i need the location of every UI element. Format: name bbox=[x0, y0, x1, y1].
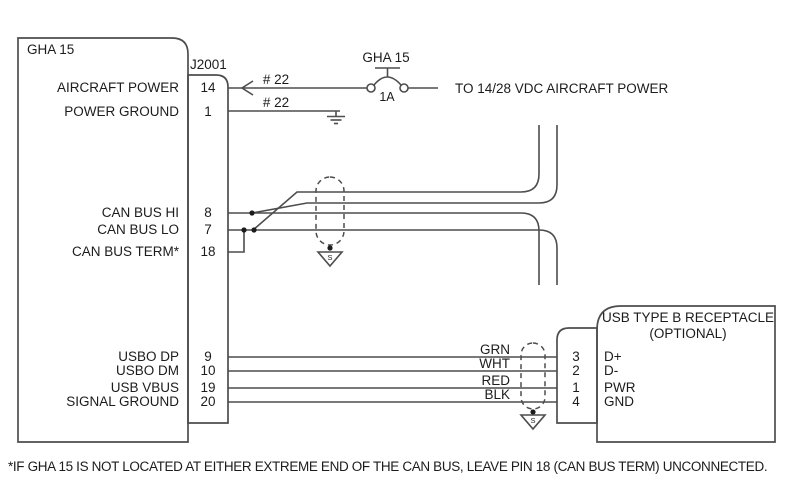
pin-label-usbo-dp: USBO DP bbox=[118, 349, 179, 364]
usb-pin-number-4: 4 bbox=[572, 394, 580, 409]
usb-receptacle-title: USB TYPE B RECEPTACLE bbox=[602, 310, 774, 325]
usb-shield-ground-icon bbox=[519, 409, 547, 431]
usb-pin-number-3: 3 bbox=[572, 349, 580, 364]
wire-can-term-jumper bbox=[228, 230, 245, 253]
wire-gauge-label-power: # 22 bbox=[263, 72, 289, 87]
pin-number-1: 1 bbox=[204, 104, 212, 119]
usb-shield-letter: S bbox=[530, 416, 535, 425]
wire-can-hi-out bbox=[228, 212, 540, 285]
breaker-device-label: GHA 15 bbox=[362, 50, 409, 65]
wire-continuation-chevron-icon bbox=[240, 80, 254, 96]
junction-dot-can-term bbox=[241, 227, 247, 233]
gha15-device-box bbox=[17, 37, 189, 443]
usb-receptacle-subtitle: (OPTIONAL) bbox=[649, 326, 726, 341]
wire-color-label-red: RED bbox=[481, 373, 510, 388]
j2001-connector-box bbox=[187, 74, 229, 424]
pin-number-14: 14 bbox=[200, 80, 216, 95]
j2001-connector-label: J2001 bbox=[190, 57, 227, 72]
can-shield-ground-icon bbox=[316, 245, 344, 268]
pin-label-usbo-dm: USBO DM bbox=[116, 363, 179, 378]
usb-pin-number-2: 2 bbox=[572, 363, 580, 378]
wire-color-label-wht: WHT bbox=[479, 356, 510, 371]
pin-number-8: 8 bbox=[204, 205, 212, 220]
usb-pin-number-1: 1 bbox=[572, 380, 580, 395]
usb-pin-label-pwr: PWR bbox=[604, 380, 636, 395]
footnote: *IF GHA 15 IS NOT LOCATED AT EITHER EXTR… bbox=[8, 459, 767, 474]
wire-can-lo-branch bbox=[252, 125, 540, 231]
pin-label-signal-ground: SIGNAL GROUND bbox=[66, 394, 179, 409]
can-shield-letter: S bbox=[327, 253, 332, 262]
usb-pin-label-gnd: GND bbox=[604, 394, 634, 409]
pin-number-20: 20 bbox=[200, 394, 215, 409]
usb-pin-label-dminus: D- bbox=[604, 363, 618, 378]
pin-label-can-bus-lo: CAN BUS LO bbox=[97, 222, 179, 237]
pin-number-7: 7 bbox=[204, 222, 212, 237]
wire-color-label-grn: GRN bbox=[480, 342, 510, 357]
junction-dot-can-lo bbox=[251, 227, 257, 233]
wire-can-lo-out bbox=[228, 229, 558, 285]
usb-connector-box bbox=[556, 327, 598, 424]
usb-pin-label-dplus: D+ bbox=[604, 349, 622, 364]
circuit-breaker-icon bbox=[366, 67, 409, 93]
wire-can-hi-branch bbox=[251, 125, 558, 214]
pin-label-power-ground: POWER GROUND bbox=[64, 104, 179, 119]
power-destination-label: TO 14/28 VDC AIRCRAFT POWER bbox=[455, 81, 669, 96]
usb-receptacle-box bbox=[596, 305, 776, 443]
wire-color-label-blk: BLK bbox=[484, 387, 510, 402]
pin-number-9: 9 bbox=[204, 349, 212, 364]
pin-label-aircraft-power: AIRCRAFT POWER bbox=[57, 80, 179, 95]
wire-gauge-label-ground: # 22 bbox=[263, 95, 289, 110]
gha15-device-label: GHA 15 bbox=[27, 42, 74, 57]
pin-label-usb-vbus: USB VBUS bbox=[111, 380, 179, 395]
pin-number-10: 10 bbox=[200, 363, 215, 378]
junction-dot-can-hi bbox=[249, 210, 255, 216]
can-shield-oval-icon bbox=[315, 176, 345, 246]
pin-number-18: 18 bbox=[200, 244, 215, 259]
usb-shield-oval-icon bbox=[520, 342, 546, 410]
earth-ground-icon bbox=[327, 111, 345, 125]
pin-label-can-bus-term: CAN BUS TERM* bbox=[72, 244, 180, 259]
breaker-rating-label: 1A bbox=[379, 90, 395, 104]
pin-label-can-bus-hi: CAN BUS HI bbox=[102, 205, 179, 220]
pin-number-19: 19 bbox=[200, 380, 215, 395]
